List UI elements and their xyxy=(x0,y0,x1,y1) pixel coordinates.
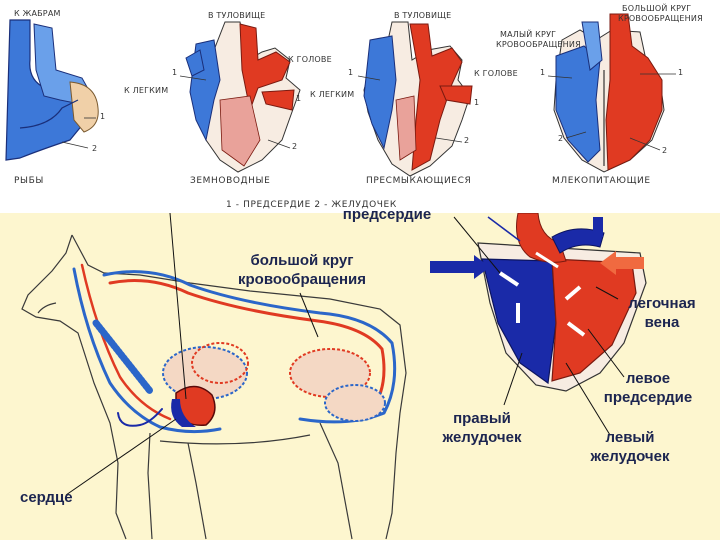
fish-caption: РЫБЫ xyxy=(14,176,44,186)
hearts-drawing xyxy=(5,13,676,177)
amphibian-atrium-number: 1 xyxy=(172,68,178,77)
mammal-ventricle-number: 2 xyxy=(558,134,564,143)
reptile-atrium-number-right: 1 xyxy=(474,98,480,107)
left-ventricle-label-2: желудочек xyxy=(590,448,670,465)
mammal-heart xyxy=(547,13,676,173)
dog-heart xyxy=(171,385,216,427)
large-heart xyxy=(430,213,647,392)
reptile-heart xyxy=(357,21,473,177)
systemic-circulation-label-1: большой круг xyxy=(250,252,354,269)
mammal-big-circle-label-2: КРОВООБРАЩЕНИЯ xyxy=(618,14,703,23)
fish-heart xyxy=(5,19,99,161)
reptile-ventricle-number: 2 xyxy=(464,136,470,145)
gut-capillaries xyxy=(289,348,386,422)
mammal-small-circle-label-1: МАЛЫЙ КРУГ xyxy=(500,30,557,39)
left-atrium-label-1: левое xyxy=(625,370,671,387)
mammal-caption: МЛЕКОПИТАЮЩИЕ xyxy=(552,176,651,186)
pulmonary-vein-label-2: вена xyxy=(644,314,680,331)
pulmonary-vein-label-1: легочная xyxy=(628,295,696,312)
amphibian-heart xyxy=(179,21,301,173)
legend: 1 - ПРЕДСЕРДИЕ 2 - ЖЕЛУДОЧЕК xyxy=(226,200,397,210)
fish-ventricle-number: 2 xyxy=(92,144,98,153)
mammal-big-circle-label-1: БОЛЬШОЙ КРУГ xyxy=(622,4,692,13)
comparative-hearts-panel: К ЖАБРАМ 1 2 РЫБЫ В ТУЛОВИЩЕ К ГОЛОВЕ К … xyxy=(0,0,720,213)
atrium-top-label: предсердие xyxy=(342,206,432,223)
reptile-atrium-number: 1 xyxy=(348,68,354,77)
large-heart-pointers xyxy=(453,216,625,436)
systemic-circulation-label-2: кровообращения xyxy=(238,271,366,288)
amphibian-caption: ЗЕМНОВОДНЫЕ xyxy=(190,176,271,186)
lungs-capillaries xyxy=(162,342,249,400)
heart-label: сердце xyxy=(20,489,73,506)
mammal-atrium-number: 1 xyxy=(540,68,546,77)
mammal-atrium-number-right: 1 xyxy=(678,68,684,77)
reptile-to-head-label: К ГОЛОВЕ xyxy=(474,69,518,78)
amphibian-to-head-label: К ГОЛОВЕ xyxy=(288,55,332,64)
reptile-to-body-label: В ТУЛОВИЩЕ xyxy=(394,11,452,20)
label-pointers xyxy=(65,213,319,496)
mammal-ventricle-number-right: 2 xyxy=(662,146,668,155)
right-ventricle-label-2: желудочек xyxy=(442,429,522,446)
left-ventricle-label-1: левый xyxy=(605,429,655,446)
amphibian-ventricle-number: 2 xyxy=(292,142,298,151)
fish-to-gills-label: К ЖАБРАМ xyxy=(14,9,61,18)
reptile-to-lungs-label: К ЛЕГКИМ xyxy=(310,90,355,99)
reptile-caption: ПРЕСМЫКАЮЩИЕСЯ xyxy=(366,176,472,186)
amphibian-to-lungs-label: К ЛЕГКИМ xyxy=(124,86,169,95)
circulation-drawing xyxy=(21,213,647,540)
vessel-network xyxy=(72,263,397,434)
fish-atrium-number: 1 xyxy=(100,112,106,121)
dog-circulation-panel: предсердие большой круг кровообращения с… xyxy=(0,206,720,540)
amphibian-to-body-label: В ТУЛОВИЩЕ xyxy=(208,11,266,20)
amphibian-atrium-number-right: 1 xyxy=(296,94,302,103)
right-ventricle-label-1: правый xyxy=(453,410,511,427)
mammal-small-circle-label-2: КРОВООБРАЩЕНИЯ xyxy=(496,40,581,49)
left-atrium-label-2: предсердие xyxy=(603,389,693,406)
